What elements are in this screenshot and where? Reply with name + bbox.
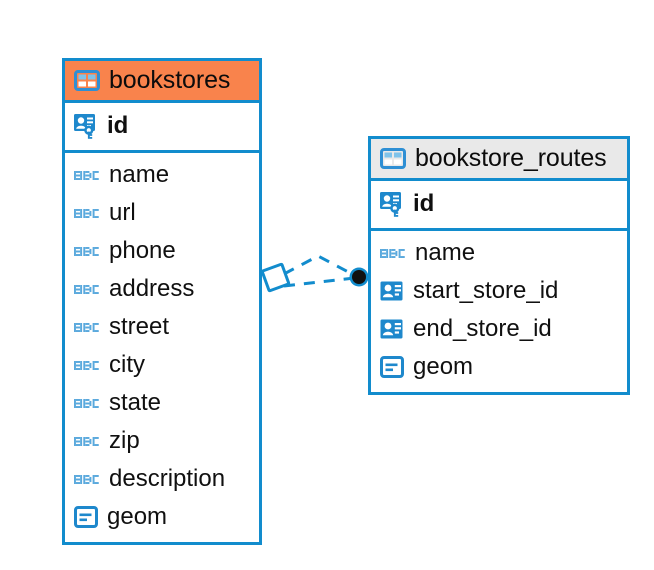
relationship-line-upper [283, 254, 357, 278]
field-label: description [109, 465, 226, 493]
abc-text-icon [74, 358, 101, 373]
field-list-bookstores: name [65, 153, 259, 542]
relationship-line-lower [283, 276, 356, 288]
field-row-phone[interactable]: phone [74, 232, 250, 270]
entity-title: bookstores [109, 66, 231, 94]
foreign-key-icon [380, 280, 405, 303]
foreign-key-icon [380, 318, 405, 341]
field-label: name [109, 161, 170, 189]
entity-header-bookstore-routes[interactable]: bookstore_routes [371, 139, 627, 181]
field-row-description[interactable]: description [74, 460, 250, 498]
field-label: state [109, 389, 162, 417]
filled-circle-marker [349, 267, 369, 287]
primary-key-section: id [65, 103, 259, 153]
abc-text-icon [380, 246, 407, 261]
entity-table-bookstores[interactable]: bookstores [62, 58, 262, 545]
abc-text-icon [74, 320, 101, 335]
field-label: url [109, 199, 136, 227]
field-row-primary-key[interactable]: id [380, 185, 618, 223]
abc-text-icon [74, 434, 101, 449]
field-row-zip[interactable]: zip [74, 422, 250, 460]
entity-header-bookstores[interactable]: bookstores [65, 61, 259, 103]
field-label: end_store_id [413, 315, 552, 343]
abc-text-icon [74, 244, 101, 259]
geometry-icon [380, 355, 405, 379]
field-row-name[interactable]: name [74, 156, 250, 194]
abc-text-icon [74, 168, 101, 183]
field-label: name [415, 239, 476, 267]
field-label: geom [107, 503, 168, 531]
field-row-geom[interactable]: geom [74, 498, 250, 536]
field-label: street [109, 313, 170, 341]
abc-text-icon [74, 282, 101, 297]
abc-text-icon [74, 472, 101, 487]
primary-key-icon [74, 113, 101, 140]
diamond-marker [260, 262, 291, 293]
abc-text-icon [74, 396, 101, 411]
abc-text-icon [74, 206, 101, 221]
field-label: address [109, 275, 195, 303]
primary-key-label: id [413, 190, 435, 218]
field-row-name[interactable]: name [380, 234, 618, 272]
field-label: geom [413, 353, 474, 381]
field-row-street[interactable]: street [74, 308, 250, 346]
field-list-bookstore-routes: name start_store_id [371, 231, 627, 392]
geometry-icon [74, 505, 99, 529]
field-label: start_store_id [413, 277, 559, 305]
field-row-start-store-id[interactable]: start_store_id [380, 272, 618, 310]
field-row-city[interactable]: city [74, 346, 250, 384]
entity-table-bookstore-routes[interactable]: bookstore_routes [368, 136, 630, 395]
primary-key-label: id [107, 112, 129, 140]
entity-title: bookstore_routes [415, 144, 607, 172]
primary-key-section: id [371, 181, 627, 231]
field-row-end-store-id[interactable]: end_store_id [380, 310, 618, 348]
field-label: city [109, 351, 145, 379]
field-row-geom[interactable]: geom [380, 348, 618, 386]
table-icon [74, 70, 100, 91]
field-label: zip [109, 427, 140, 455]
field-row-state[interactable]: state [74, 384, 250, 422]
field-row-url[interactable]: url [74, 194, 250, 232]
primary-key-icon [380, 191, 407, 218]
field-row-address[interactable]: address [74, 270, 250, 308]
field-label: phone [109, 237, 176, 265]
table-icon [380, 148, 406, 169]
field-row-primary-key[interactable]: id [74, 107, 250, 145]
